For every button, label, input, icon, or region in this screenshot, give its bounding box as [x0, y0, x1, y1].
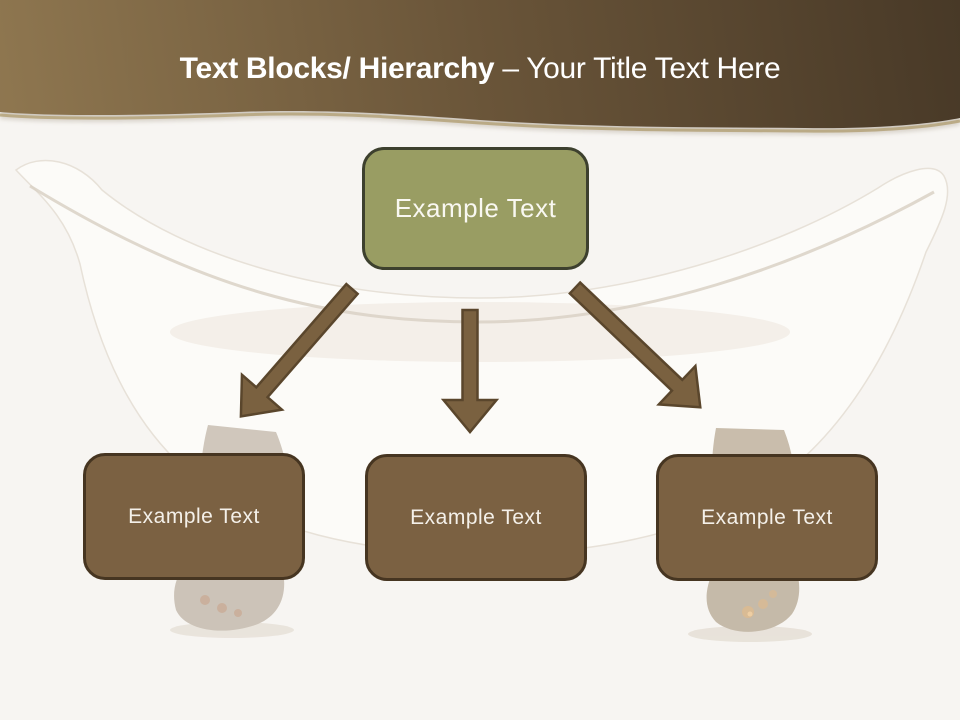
- hierarchy-child-box-1[interactable]: Example Text: [83, 453, 305, 580]
- arrow-down-right-icon: [568, 280, 702, 409]
- hierarchy-root-box[interactable]: Example Text: [362, 147, 589, 270]
- hierarchy-root-label: Example Text: [394, 193, 557, 223]
- header-wave-shape: [0, 0, 960, 129]
- hierarchy-child-label-1: Example Text: [128, 504, 260, 528]
- slide-title-subtitle: – Your Title Text Here: [494, 52, 781, 85]
- hierarchy-child-box-3[interactable]: Example Text: [656, 454, 878, 581]
- arrow-down-icon: [440, 308, 500, 434]
- header-band: [0, 0, 960, 133]
- arrow-down-left-icon: [239, 282, 360, 418]
- slide-title: Text Blocks/ Hierarchy – Your Title Text…: [0, 52, 960, 86]
- hierarchy-child-box-2[interactable]: Example Text: [365, 454, 587, 581]
- header-accent-line: [0, 112, 960, 133]
- hierarchy-child-label-3: Example Text: [701, 505, 833, 529]
- slide-title-bold: Text Blocks/ Hierarchy: [179, 52, 495, 85]
- hierarchy-child-label-2: Example Text: [410, 505, 542, 529]
